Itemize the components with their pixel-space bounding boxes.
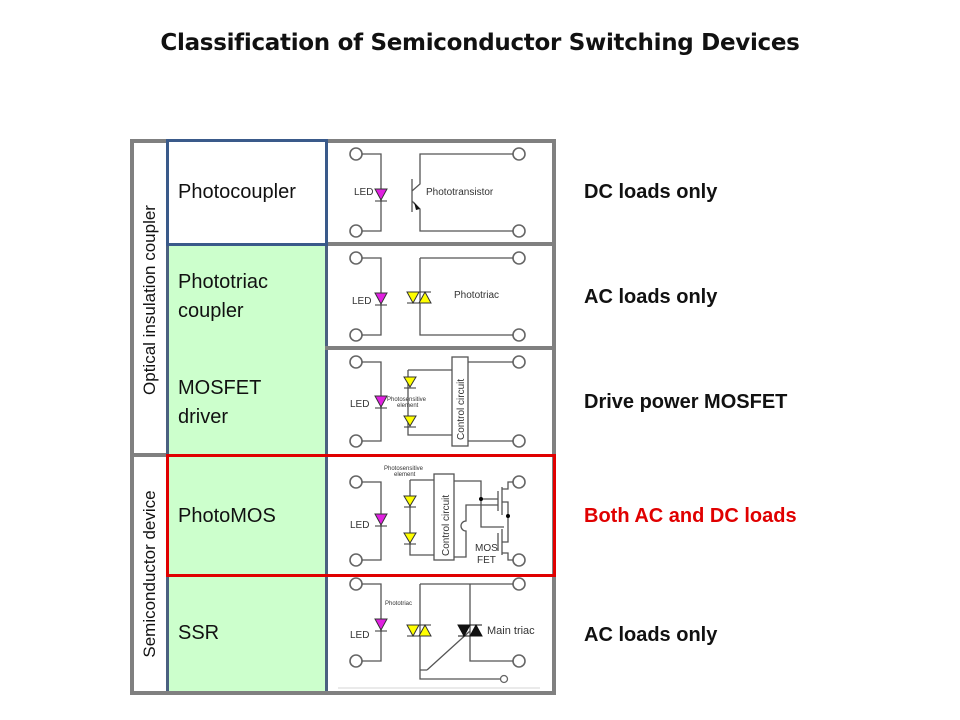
photosensitive-label: Photosensitive [384,466,424,472]
phototriac-label: Phototriac [454,290,499,301]
photomos-diagram [349,473,526,567]
phototriac-label: Phototriac [385,601,412,607]
divider [130,453,166,457]
divider [325,139,556,143]
control-circuit-label: Control circuit [456,379,467,440]
led-label: LED [352,296,371,307]
group-label: Semiconductor device [140,490,159,658]
led-label: LED [350,399,369,410]
divider [325,346,556,350]
device-name-photocoupler: Photocoupler [166,139,328,245]
load-photomos: Both AC and DC loads [584,505,797,527]
load-photocoupler: DC loads only [584,181,718,203]
circuit-diagrams: LED Phototransistor LED Phototriac LED P… [338,147,540,689]
led-label: LED [354,187,373,198]
load-phototriac-coupler: AC loads only [584,286,718,308]
divider [325,242,556,246]
led-icons [374,188,388,632]
photocoupler-highlight [166,139,328,246]
phototransistor-label: Phototransistor [426,187,494,198]
device-name-ssr: SSR [166,576,328,695]
led-label: LED [350,520,369,531]
group-label: Optical insulation coupler [140,205,159,395]
element-label: element [394,472,416,478]
device-name-text: MOSFET driver [178,376,261,428]
main-triac-icon [457,623,483,638]
main-triac-label: Main triac [487,625,535,637]
device-name-text: PhotoMOS [178,504,276,527]
device-name-text: Phototriac coupler [178,271,269,322]
ssr-diagram [338,577,540,689]
led-label: LED [350,630,369,641]
group-semiconductor-device: Semiconductor device [130,453,166,695]
divider [166,691,556,695]
device-name-mosfet-driver: MOSFET driver [166,349,328,456]
control-circuit-label: Control circuit [441,495,452,556]
transistor-arrow-icon [414,202,420,210]
load-ssr: AC loads only [584,624,718,646]
device-name-photomos: PhotoMOS [166,456,328,576]
photosensitive-icons [403,290,432,638]
group-optical-insulation-coupler: Optical insulation coupler [130,139,166,457]
mosfet-driver-diagram [349,355,526,448]
mos-label: MOS [475,543,498,554]
load-mosfet-driver: Drive power MOSFET [584,391,788,413]
device-name-text: SSR [178,622,220,644]
photomos-highlight [166,454,556,577]
element-label: element [397,403,419,409]
device-name-phototriac-coupler: Phototriac coupler [166,245,328,349]
page-title: Classification of Semiconductor Switchin… [160,30,800,56]
device-name-text: Photocoupler [178,180,296,203]
fet-label: FET [477,555,496,566]
photosensitive-label: Photosensitive [387,397,427,403]
